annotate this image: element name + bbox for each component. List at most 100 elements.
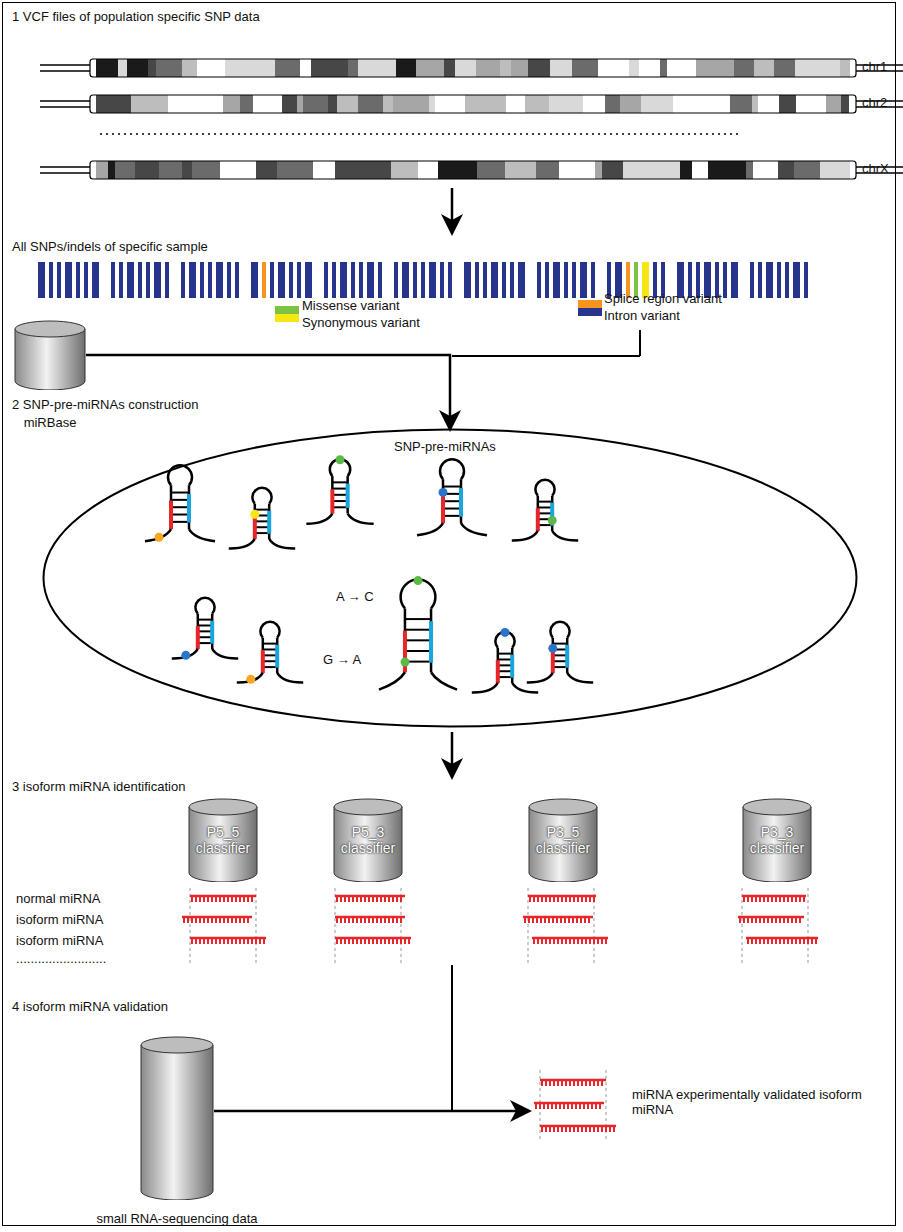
read-tick: [767, 917, 769, 923]
base-pair: [263, 648, 277, 650]
snp-bar: [359, 262, 363, 298]
base-pair: [498, 658, 512, 660]
read-tick: [755, 938, 757, 944]
read-tick: [400, 938, 402, 944]
chromosome-band: [256, 161, 277, 179]
snp-bar: [766, 262, 773, 298]
read-tick: [541, 938, 543, 944]
chromosome-band: [572, 59, 598, 77]
mature-3p: [267, 511, 271, 534]
chromosome-band: [602, 161, 623, 179]
read-tick: [392, 938, 394, 944]
hairpin-tail: [461, 523, 487, 535]
snp-dot: [336, 455, 345, 464]
hairpin-tail: [306, 514, 332, 524]
pre-mirna-hairpin: [306, 455, 373, 523]
read-tick: [263, 938, 265, 944]
mirna-read: [738, 917, 804, 923]
read-tick: [576, 917, 578, 923]
read-tick: [231, 896, 233, 902]
read-tick: [577, 1126, 579, 1132]
mirna-read: [746, 938, 818, 944]
annotation: isoform miRNA: [16, 934, 103, 949]
snp-bar: [483, 262, 487, 298]
chromosome-band: [595, 161, 602, 179]
read-tick: [759, 938, 761, 944]
read-tick: [211, 896, 213, 902]
read-tick: [227, 917, 229, 923]
section-heading: 3 isoform miRNA identification: [12, 780, 185, 795]
read-tick: [593, 1080, 595, 1086]
hairpin-tail: [189, 529, 215, 541]
base-pair: [255, 509, 269, 511]
read-tick: [595, 1103, 597, 1109]
chromosome-band: [159, 161, 182, 179]
read-tick: [356, 917, 358, 923]
read-tick: [540, 917, 542, 923]
database-cylinder: P3_3 classifier: [742, 798, 812, 882]
pre-mirna-hairpin: [229, 488, 295, 549]
read-tick: [219, 917, 221, 923]
read-tick: [581, 938, 583, 944]
base-pair: [498, 670, 512, 672]
chromosome-band: [734, 59, 754, 77]
ellipse-outline: [44, 430, 857, 727]
read-tick: [368, 938, 370, 944]
cylinder-body: [141, 1045, 213, 1200]
chromosome-band: [396, 59, 416, 77]
mature-3p: [565, 645, 569, 668]
hairpins: [145, 455, 593, 692]
read-tick: [751, 896, 753, 902]
guide-line: [401, 888, 402, 965]
read-tick: [352, 938, 354, 944]
annotation: chr1: [862, 60, 887, 75]
read-tick: [396, 938, 398, 944]
read-tick: [771, 896, 773, 902]
read-tick: [807, 938, 809, 944]
snp-bar: [235, 262, 239, 298]
read-tick: [775, 938, 777, 944]
chromosome-band: [182, 59, 197, 77]
read-tick: [548, 917, 550, 923]
cylinder-top: [15, 321, 85, 337]
read-tick: [552, 917, 554, 923]
snp-bar: [367, 262, 374, 298]
read-tick: [235, 896, 237, 902]
hairpin-tail: [277, 673, 303, 683]
read-tick: [364, 917, 366, 923]
chromosome-band: [465, 95, 493, 113]
chromosome-band: [182, 161, 192, 179]
read-tick: [771, 938, 773, 944]
chromosome-band: [511, 59, 528, 77]
chromosome-band: [367, 161, 391, 179]
read-tick: [795, 917, 797, 923]
read-tick: [557, 938, 559, 944]
chromosome-band: [660, 59, 667, 77]
merge-line: [452, 355, 640, 357]
chromosome-band: [418, 161, 438, 179]
mature-5p: [441, 495, 445, 524]
read-tick: [575, 1103, 577, 1109]
snp-bar: [76, 262, 80, 298]
snp-dot: [246, 675, 255, 684]
chromosome-band: [629, 59, 639, 77]
annotation: chrX: [862, 162, 889, 177]
read-tick: [787, 938, 789, 944]
chromosome-band: [758, 95, 779, 113]
read-tick: [215, 917, 217, 923]
chromosome-band: [96, 161, 108, 179]
read-tick: [564, 917, 566, 923]
snp-bar: [216, 262, 223, 298]
read-tick: [747, 938, 749, 944]
snp-bar: [181, 262, 185, 298]
telomere-line: [40, 100, 90, 102]
hairpin-loop: [550, 622, 569, 638]
pre-mirna-hairpin: [512, 480, 578, 541]
base-pair: [498, 676, 512, 678]
chromosome-band: [225, 59, 247, 77]
chromosome-band: [192, 161, 220, 179]
read-tick: [747, 917, 749, 923]
read-tick: [557, 896, 559, 902]
snp-bar: [758, 262, 762, 298]
read-tick: [372, 896, 374, 902]
